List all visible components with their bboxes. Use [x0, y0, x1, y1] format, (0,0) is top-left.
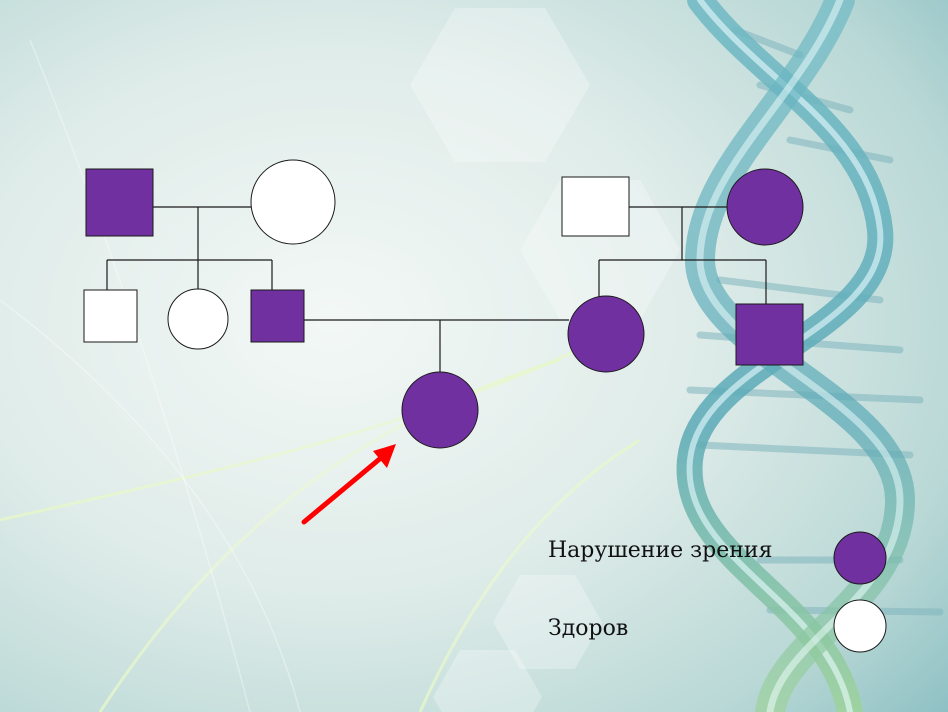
paternal-grandfather-square [85, 168, 154, 237]
legend-healthy-label: Здоров [548, 616, 629, 641]
maternal-grandmother-circle [726, 168, 804, 246]
hexagon-decor [410, 8, 680, 712]
maternal-uncle-square [735, 303, 804, 366]
paternal-grandmother-circle [250, 159, 336, 245]
mother-circle [567, 295, 645, 373]
paternal-aunt-circle [167, 288, 229, 350]
legend-affected-label: Нарушение зрения [548, 538, 773, 563]
legend-affected-circle [833, 531, 887, 585]
maternal-grandfather-square [561, 176, 630, 237]
pedigree-lines [106, 206, 767, 373]
proband-circle [401, 371, 479, 449]
paternal-uncle-square [83, 289, 138, 343]
father-square [250, 289, 305, 343]
legend-healthy-circle [833, 599, 887, 653]
proband-arrow [301, 444, 396, 525]
